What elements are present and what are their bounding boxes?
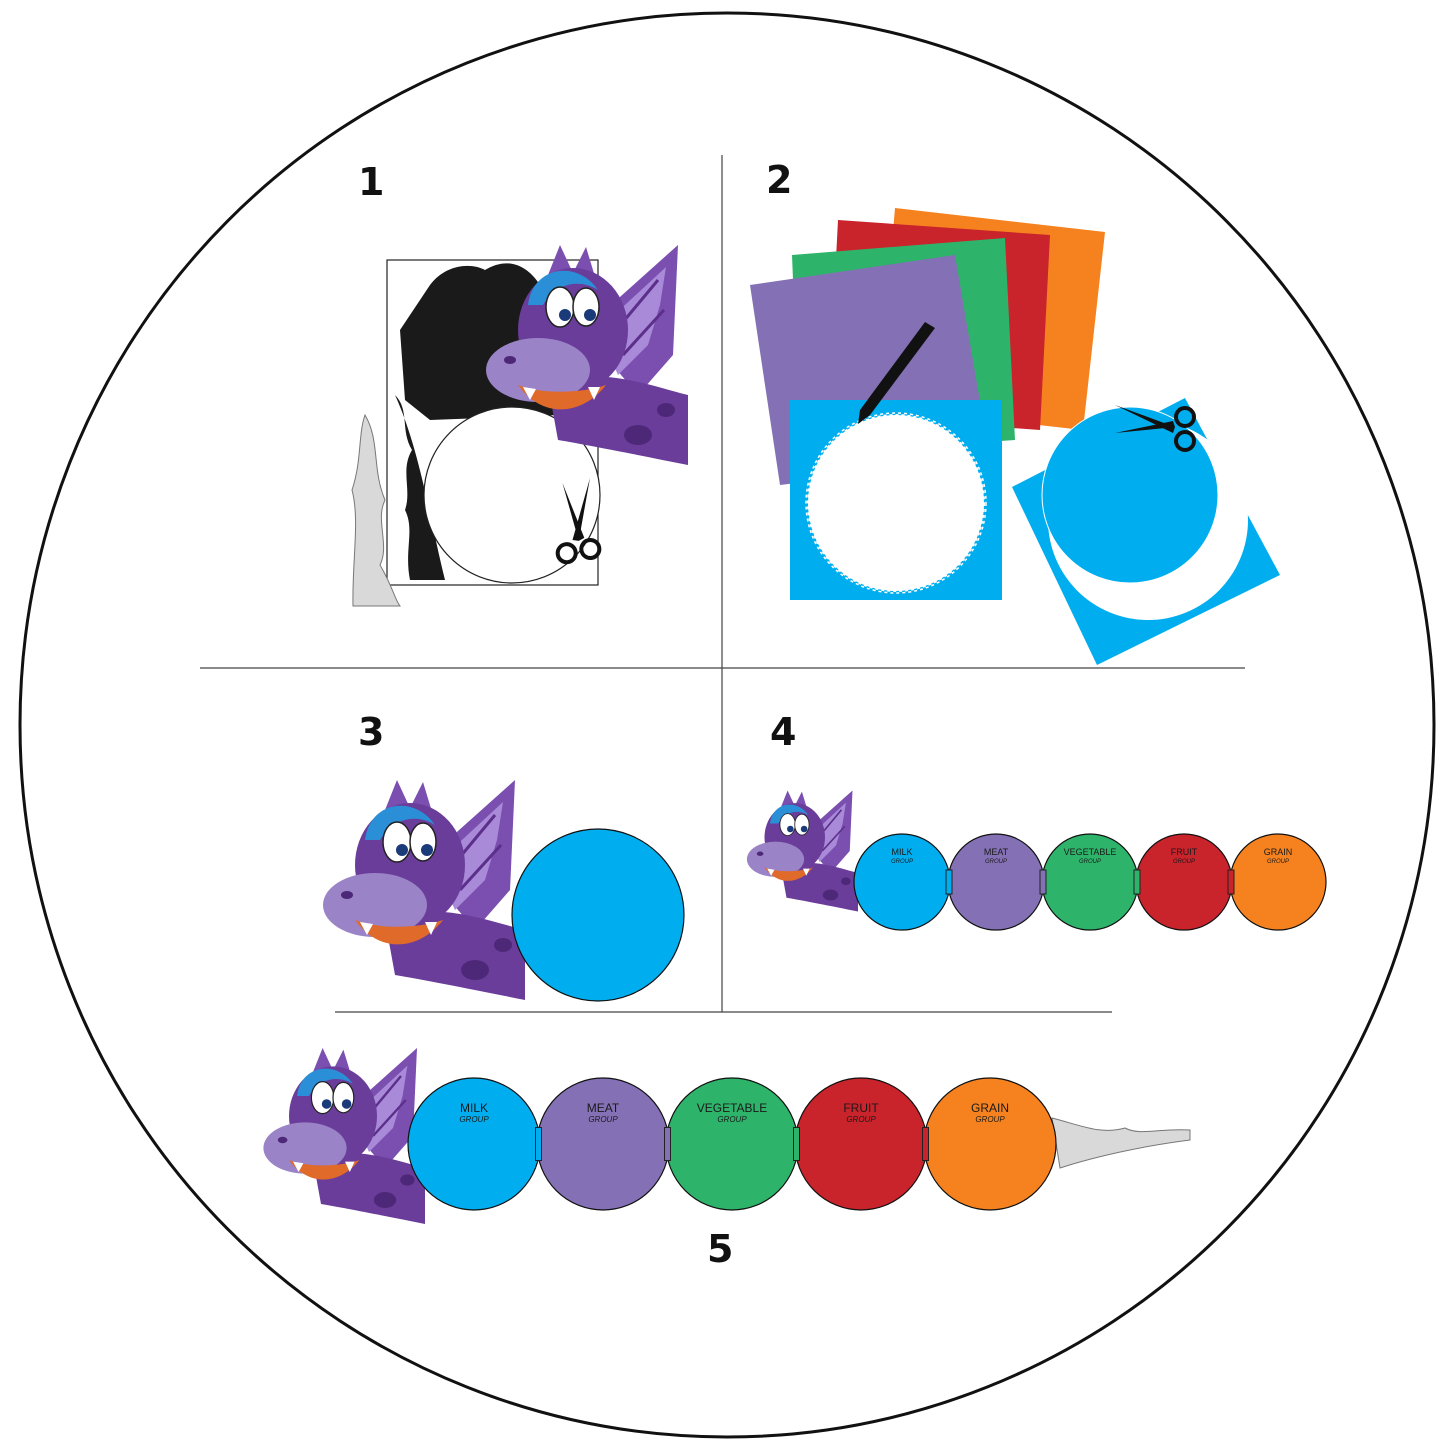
connector-clip (1133, 869, 1141, 895)
connector-clip (922, 1127, 929, 1161)
dragon-tail-icon (351, 413, 402, 607)
step-number-5: 5 (707, 1227, 733, 1271)
segment-vegetable: VEGETABLE GROUP (1041, 833, 1139, 931)
segment-circle (665, 1077, 799, 1211)
step-number-4: 4 (770, 710, 796, 754)
group-sub-label: GROUP (975, 1115, 1005, 1124)
connector-clip (1227, 869, 1235, 895)
panel-4-segments: MILK GROUP MEAT GROUP VEGETABLE GROUP FRUIT GRO… (746, 789, 1327, 931)
group-sub-label: GROUP (1173, 859, 1195, 865)
connector-clip (945, 869, 953, 895)
group-name: VEGETABLE (697, 1101, 767, 1115)
segment-grain: GRAIN GROUP (1229, 833, 1327, 931)
panel-dividers (200, 155, 1245, 1013)
segment-fruit: FRUIT GROUP (1135, 833, 1233, 931)
group-name: MEAT (587, 1101, 620, 1115)
outer-circle (18, 11, 1436, 1439)
connector-clip (664, 1127, 671, 1161)
group-name: GRAIN (971, 1101, 1009, 1115)
group-sub-label: GROUP (846, 1115, 876, 1124)
group-sub-label: GROUP (588, 1115, 618, 1124)
step-number-1: 1 (358, 160, 384, 204)
segment-milk: MILK GROUP (853, 833, 951, 931)
panel-5-finished-dragon: MILKGROUPMEATGROUPVEGETABLEGROUPFRUITGRO… (262, 1046, 1191, 1226)
segment-circle (794, 1077, 928, 1211)
group-name: MILK (891, 847, 912, 857)
segment-chain-large: MILKGROUPMEATGROUPVEGETABLEGROUPFRUITGRO… (407, 1077, 1057, 1211)
segment-circle (536, 1077, 670, 1211)
segment-circle (923, 1077, 1057, 1211)
group-sub-label: GROUP (717, 1115, 747, 1124)
segment-meat: MEAT GROUP (947, 833, 1045, 931)
group-name: VEGETABLE (1064, 847, 1117, 857)
pen-icon (858, 322, 935, 424)
group-sub-label: GROUP (459, 1115, 489, 1124)
connector-clip (793, 1127, 800, 1161)
connector-clip (1039, 869, 1047, 895)
segment-chain-small: MILK GROUP MEAT GROUP VEGETABLE GROUP FRUIT GRO… (853, 833, 1327, 931)
group-sub-label: GROUP (1079, 859, 1101, 865)
group-sub-label: GROUP (985, 859, 1007, 865)
segment-circle (407, 1077, 541, 1211)
group-name: GRAIN (1264, 847, 1293, 857)
group-sub-label: GROUP (1267, 859, 1289, 865)
panel-3-attach-head (321, 778, 685, 1002)
step-number-3: 3 (358, 710, 384, 754)
group-name: FRUIT (1171, 847, 1198, 857)
group-name: FRUIT (843, 1101, 879, 1115)
step-number-2: 2 (766, 158, 792, 202)
dragon-tail-icon (1051, 1117, 1191, 1169)
group-sub-label: GROUP (891, 859, 913, 865)
group-name: MILK (460, 1101, 488, 1115)
group-name: MEAT (984, 847, 1009, 857)
panel-2-paper (750, 208, 1280, 665)
connector-clip (535, 1127, 542, 1161)
panel-1-template (351, 243, 690, 607)
